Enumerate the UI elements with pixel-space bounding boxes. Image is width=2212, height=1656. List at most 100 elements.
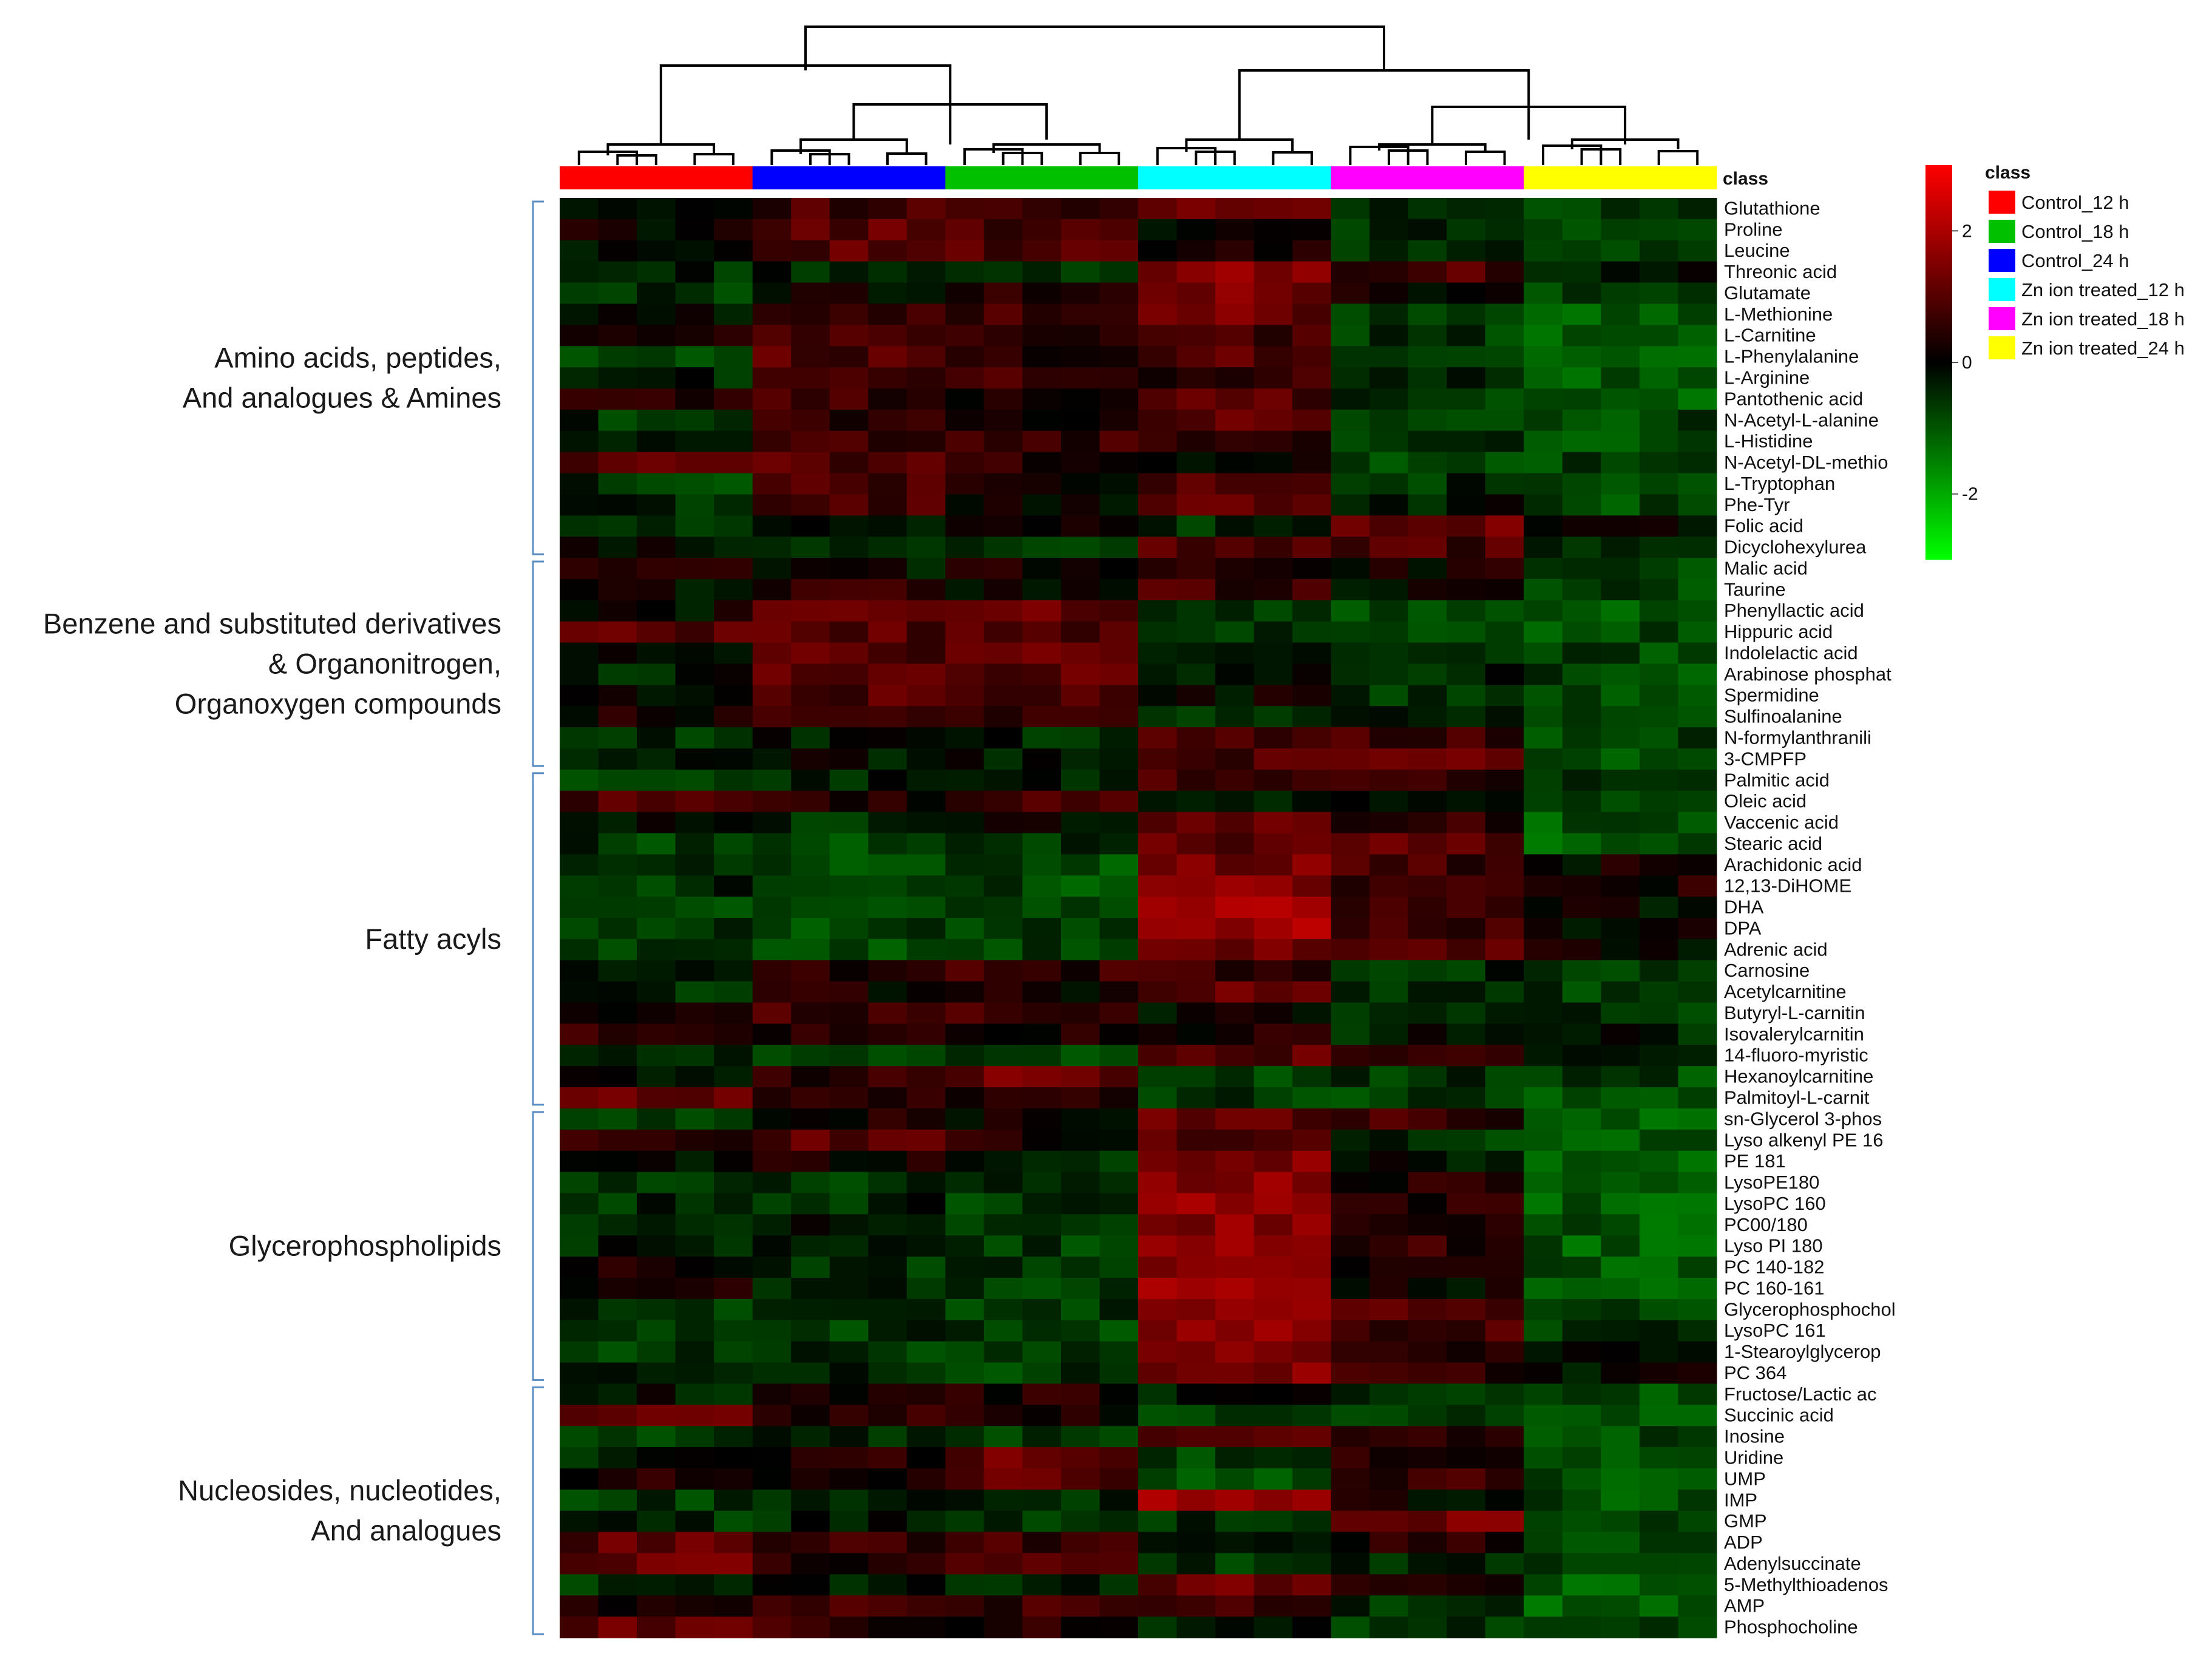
heatmap-cell <box>560 452 599 474</box>
heatmap-cell <box>1292 1426 1332 1448</box>
heatmap-cell <box>1639 1193 1679 1215</box>
heatmap-cell <box>1215 1023 1255 1045</box>
heatmap-cell <box>1639 812 1679 834</box>
heatmap-cell <box>1292 1278 1332 1300</box>
heatmap-cell <box>714 1468 753 1490</box>
heatmap-cell <box>637 875 676 897</box>
heatmap-cell <box>1138 1002 1178 1025</box>
heatmap-cell <box>714 833 753 855</box>
heatmap-cell <box>1138 1595 1178 1617</box>
heatmap-cell <box>906 1193 946 1215</box>
heatmap-cell <box>1408 240 1447 262</box>
heatmap-cell <box>1060 897 1101 918</box>
row-label: Acetylcarnitine <box>1724 981 1847 1002</box>
heatmap-cell <box>675 240 714 262</box>
heatmap-cell <box>1292 367 1332 389</box>
heatmap-cell <box>1215 1532 1255 1554</box>
heatmap-cell <box>906 897 946 918</box>
heatmap-cell <box>1485 1532 1524 1554</box>
heatmap-cell <box>1022 1023 1062 1045</box>
heatmap-cell <box>829 1129 869 1152</box>
heatmap-cell <box>1447 1468 1486 1490</box>
heatmap-cell <box>1562 706 1601 728</box>
heatmap-cell <box>1562 346 1601 368</box>
heatmap-cell <box>1678 1405 1717 1427</box>
heatmap-cell <box>1099 1447 1139 1469</box>
heatmap-cell <box>983 388 1023 410</box>
heatmap-cell <box>1601 515 1640 537</box>
heatmap-cell <box>1524 346 1563 368</box>
heatmap-cell <box>598 240 637 262</box>
heatmap-cell <box>1176 346 1216 368</box>
heatmap-cell <box>1292 1574 1332 1596</box>
heatmap-cell <box>829 1489 869 1512</box>
heatmap-cell <box>1060 1362 1101 1385</box>
heatmap-cell <box>1447 1489 1486 1512</box>
heatmap-cell <box>1060 748 1101 770</box>
heatmap-cell <box>1331 790 1370 813</box>
heatmap-cell <box>560 769 599 792</box>
heatmap-cell <box>560 1553 599 1575</box>
heatmap-cell <box>1331 494 1370 516</box>
group-bracket <box>532 200 544 555</box>
heatmap-cell <box>983 1257 1023 1278</box>
heatmap-cell <box>983 367 1023 389</box>
heatmap-cell <box>1331 1383 1370 1405</box>
heatmap-cell <box>1215 1002 1255 1025</box>
heatmap-cell <box>1562 769 1601 792</box>
row-label: LysoPC 161 <box>1724 1320 1826 1341</box>
heatmap-cell <box>1601 1193 1640 1215</box>
heatmap-cell <box>1562 1066 1601 1088</box>
heatmap-cell <box>1331 1405 1370 1427</box>
heatmap-cell <box>983 1298 1023 1321</box>
heatmap-cell <box>1254 1426 1293 1448</box>
heatmap-cell <box>1562 473 1601 495</box>
heatmap-cell <box>714 918 753 940</box>
heatmap-cell <box>1215 621 1255 643</box>
heatmap-cell <box>1060 706 1101 728</box>
heatmap-cell <box>1678 1426 1717 1448</box>
heatmap-cell <box>829 1298 869 1321</box>
heatmap-cell <box>1060 282 1101 305</box>
heatmap-cell <box>1524 1447 1563 1469</box>
heatmap-cell <box>675 388 714 410</box>
heatmap-cell <box>1176 1595 1216 1617</box>
heatmap-cell <box>637 960 676 982</box>
row-label: DHA <box>1724 897 1764 918</box>
group-bracket <box>532 1111 544 1381</box>
heatmap-cell <box>560 1172 599 1194</box>
heatmap-cell <box>1485 1066 1524 1088</box>
heatmap-cell <box>752 198 792 220</box>
heatmap-cell <box>1485 430 1524 453</box>
heatmap-cell <box>1331 1193 1370 1215</box>
heatmap-cell <box>1060 600 1101 622</box>
heatmap-cell <box>1447 727 1486 749</box>
heatmap-cell <box>1176 1235 1216 1257</box>
heatmap-cell <box>752 748 792 770</box>
heatmap-cell <box>637 325 676 347</box>
heatmap-cell <box>1060 1489 1101 1512</box>
heatmap-cell <box>1601 1298 1640 1321</box>
heatmap-cell <box>1060 663 1101 685</box>
heatmap-cell <box>1099 282 1139 305</box>
dendrogram-link <box>799 138 908 154</box>
heatmap-cell <box>945 282 985 305</box>
heatmap-cell <box>906 938 946 961</box>
heatmap-cell <box>675 1595 714 1617</box>
heatmap-cell <box>637 1510 676 1533</box>
heatmap-cell <box>714 240 753 262</box>
heatmap-cell <box>1408 1468 1447 1490</box>
heatmap-cell <box>1524 1489 1563 1512</box>
heatmap-cell <box>1447 537 1486 558</box>
heatmap-cell <box>1060 1278 1101 1300</box>
heatmap-cell <box>637 261 676 283</box>
heatmap-cell <box>675 1489 714 1512</box>
heatmap-cell <box>1176 685 1216 707</box>
heatmap-cell <box>1022 367 1062 389</box>
heatmap-cell <box>714 790 753 813</box>
heatmap-cell <box>675 1150 714 1173</box>
heatmap-cell <box>598 1278 637 1300</box>
heatmap-cell <box>637 1193 676 1215</box>
row-label: Folic acid <box>1724 515 1803 537</box>
heatmap-cell <box>1138 1045 1178 1067</box>
